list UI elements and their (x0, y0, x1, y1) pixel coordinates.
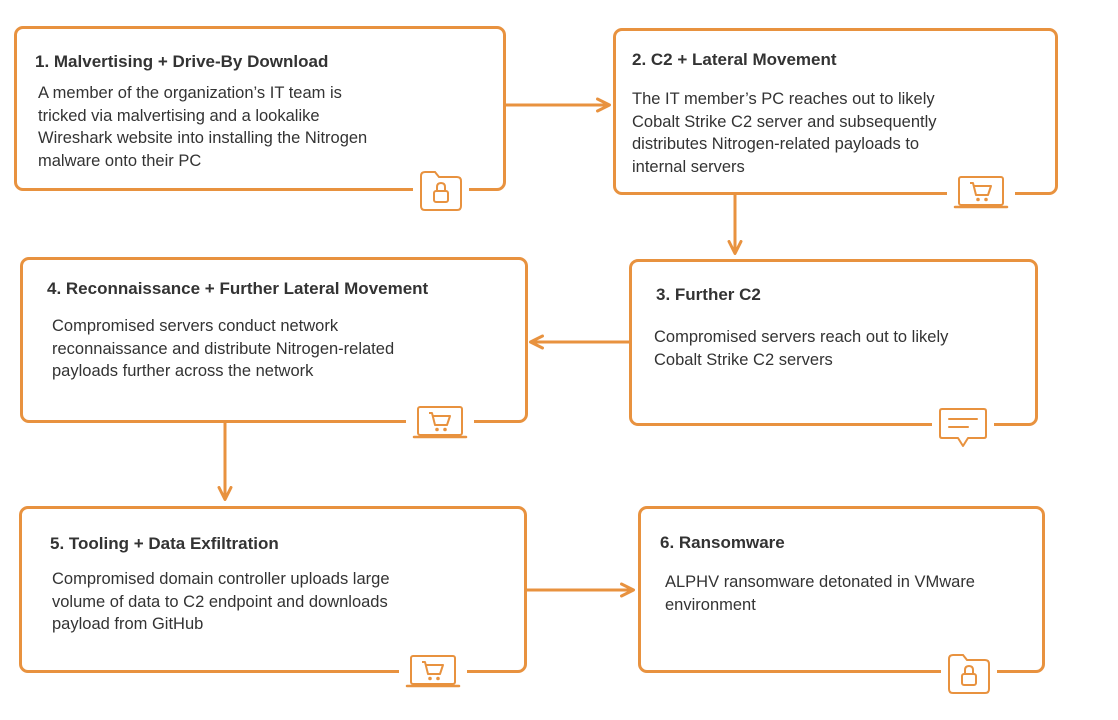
step-1-line: Wireshark website into installing the Ni… (38, 129, 368, 147)
step-5-line: Compromised domain controller uploads la… (52, 570, 390, 588)
step-6-box: 6. Ransomware ALPHV ransomware detonated… (638, 506, 1045, 695)
step-4-line: reconnaissance and distribute Nitrogen-r… (52, 339, 395, 358)
step-5-line: payload from GitHub (52, 615, 204, 633)
step-2-line: Cobalt Strike C2 server and subsequently (632, 112, 937, 131)
laptop-cart-icon (399, 654, 467, 690)
step-2-title: 2. C2 + Lateral Movement (632, 50, 837, 69)
step-5-text: Compromised domain controller uploads la… (52, 568, 390, 636)
step-3-line: Cobalt Strike C2 servers (654, 350, 833, 369)
laptop-cart-icon (947, 175, 1015, 211)
step-3-title: 3. Further C2 (656, 285, 761, 304)
step-5-title: 5. Tooling + Data Exfiltration (50, 534, 279, 553)
step-4-title: 4. Reconnaissance + Further Lateral Move… (47, 279, 429, 298)
laptop-cart-icon (406, 405, 474, 441)
step-2-line: distributes Nitrogen-related payloads to (632, 135, 920, 153)
step-2-text: The IT member’s PC reaches out to likely… (632, 88, 937, 178)
step-4-text: Compromised servers conduct network reco… (52, 315, 394, 383)
step-4-line: payloads further across the network (52, 362, 314, 380)
step-2-box: 2. C2 + Lateral Movement The IT member’s… (613, 28, 1058, 211)
step-6-line: ALPHV ransomware detonated in VMware (665, 573, 975, 591)
step-2-line: internal servers (632, 157, 745, 176)
step-1-line: malware onto their PC (38, 151, 202, 170)
step-6-title: 6. Ransomware (660, 533, 785, 552)
step-5-box: 5. Tooling + Data Exfiltration Compromis… (19, 506, 527, 690)
folder-lock-icon (413, 170, 469, 212)
step-1-text: A member of the organization’s IT team i… (38, 82, 367, 172)
step-3-text: Compromised servers reach out to likely … (654, 326, 948, 371)
folder-lock-icon (941, 653, 997, 695)
step-4-line: Compromised servers conduct network (52, 317, 339, 335)
step-3-box: 3. Further C2 Compromised servers reach … (629, 259, 1038, 450)
step-2-line: The IT member’s PC reaches out to likely (632, 90, 935, 108)
step-1-title: 1. Malvertising + Drive-By Download (35, 52, 329, 71)
step-5-line: volume of data to C2 endpoint and downlo… (52, 592, 388, 611)
step-6-line: environment (665, 595, 756, 614)
step-1-line: A member of the organization’s IT team i… (38, 84, 342, 102)
step-1-line: tricked via malvertising and a lookalike (38, 106, 320, 125)
step-1-box: 1. Malvertising + Drive-By Download A me… (14, 26, 506, 212)
step-4-box: 4. Reconnaissance + Further Lateral Move… (20, 257, 528, 441)
step-6-text: ALPHV ransomware detonated in VMware env… (665, 571, 975, 616)
step-3-line: Compromised servers reach out to likely (654, 328, 949, 346)
chat-bubble-icon (932, 406, 994, 450)
